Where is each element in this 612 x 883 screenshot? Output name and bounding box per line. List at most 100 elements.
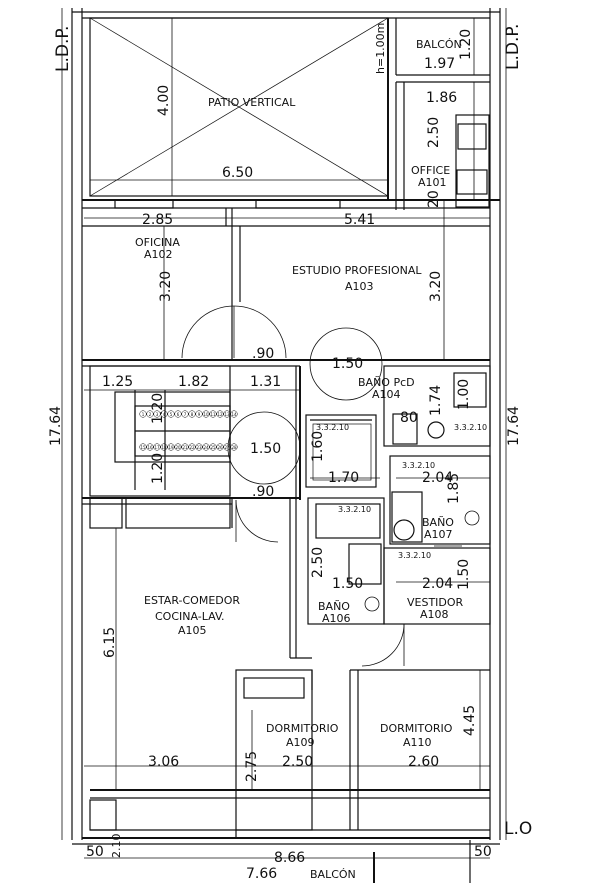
lo-label: L.O (504, 819, 532, 839)
dim-stair-c: 1.31 (250, 374, 281, 390)
stair-step-circle (216, 410, 224, 418)
dim-pcd-80: 80 (400, 410, 418, 426)
stair-step-circle (167, 410, 175, 418)
stair-step-number: 18 (161, 445, 167, 450)
dim-door150-a: 1.50 (332, 356, 363, 372)
stair-step-number: 6 (177, 412, 180, 417)
ldp-right-label: L.D.P. (503, 24, 523, 70)
stair-step-number: 10 (203, 412, 209, 417)
door-swings (181, 305, 480, 667)
dim-pcd-100: 1.00 (456, 379, 472, 410)
stair-step-number: 19 (168, 445, 174, 450)
stair-step-circle (195, 443, 203, 451)
dim-side-210: 2.10 (110, 834, 123, 859)
dim-side-50-right: 50 (474, 844, 492, 860)
stair-step-circle (139, 410, 147, 418)
stair-step-circle (202, 410, 210, 418)
dim-patio-width: 6.50 (222, 165, 253, 181)
dim-patio-height: 4.00 (156, 85, 172, 116)
stair-step-circle (223, 410, 231, 418)
room-office-code: A101 (418, 176, 447, 189)
dim-dorm-275: 2.75 (244, 751, 260, 782)
dim-bath106-h: 2.50 (310, 547, 326, 578)
room-oficina-name: OFICINA (135, 236, 180, 249)
room-bano106-name: BAÑO (318, 600, 350, 613)
dim-door90-b: .90 (252, 484, 274, 500)
stair-step-number: 7 (184, 412, 187, 417)
dim-stair-b: 1.82 (178, 374, 209, 390)
stair-step-circle (223, 443, 231, 451)
dim-elev-w: 1.70 (328, 470, 359, 486)
dim-elev-h: 1.60 (310, 431, 326, 462)
walls (71, 8, 501, 883)
stair-step-circle (153, 443, 161, 451)
stair-step-circle (209, 443, 217, 451)
dim-pcd-174: 1.74 (428, 385, 444, 416)
room-bano107-name: BAÑO (422, 516, 454, 529)
dim-total-left: 17.64 (48, 406, 64, 446)
dim-balcon-w: 1.97 (424, 56, 455, 72)
note-code-a: 3.3.2.10 (454, 423, 487, 432)
dimension-lines (61, 8, 507, 859)
stair-step-number: 1 (142, 412, 145, 417)
note-code-d: 3.3.2.10 (398, 551, 431, 560)
stair-step-number: 16 (147, 445, 153, 450)
dim-oficina-h: 3.20 (158, 271, 174, 302)
stair-step-number: 28 (231, 445, 237, 450)
dim-total-w: 8.66 (274, 850, 305, 866)
dim-hall-circle: 1.50 (250, 441, 281, 457)
dim-estar-h: 6.15 (102, 627, 118, 658)
stair-step-circle (181, 443, 189, 451)
stair-step-number: 24 (203, 445, 209, 450)
note-code-b: 3.3.2.10 (402, 461, 435, 470)
room-patio: PATIO VERTICAL (208, 96, 296, 109)
stair-step-circle (174, 443, 182, 451)
dim-office-w: 1.86 (426, 90, 457, 106)
dim-estudio-w: 5.41 (344, 212, 375, 228)
stair-step-number: 26 (217, 445, 223, 450)
room-dorm110-name: DORMITORIO (380, 722, 453, 735)
room-estudio-code: A103 (345, 280, 374, 293)
room-vestidor-code: A108 (420, 608, 449, 621)
room-dorm109-name: DORMITORIO (266, 722, 339, 735)
stair-step-number: 22 (189, 445, 195, 450)
room-bano-pcd-name: BAÑO PcD (358, 376, 415, 389)
room-estar-line2: COCINA-LAV. (155, 610, 225, 623)
room-balcon-bottom: BALCÓN (310, 868, 356, 881)
stair-step-number: 27 (224, 445, 230, 450)
stair-step-circle (146, 410, 154, 418)
stair-step-number: 4 (163, 412, 166, 417)
dim-dorm110-h: 4.45 (462, 705, 478, 736)
note-code-e: 3.3.2.10 (316, 423, 349, 432)
dim-bath107-w: 2.04 (422, 470, 453, 486)
stair-step-circle (216, 443, 224, 451)
stair-step-number: 11 (210, 412, 216, 417)
room-oficina-code: A102 (144, 248, 173, 261)
dim-stair-h1: 1.20 (150, 393, 166, 424)
stair-step-circle (181, 410, 189, 418)
dim-office-sill: 20 (426, 190, 442, 208)
stair-step-number: 14 (231, 412, 237, 417)
dim-vest-h: 1.50 (456, 559, 472, 590)
stair-step-number: 2 (149, 412, 152, 417)
stair-step-circle (195, 410, 203, 418)
room-bano107-code: A107 (424, 528, 453, 541)
dim-estudio-h: 3.20 (428, 271, 444, 302)
stair-step-circle (230, 410, 238, 418)
stair-step-number: 21 (182, 445, 188, 450)
dim-estar-w: 3.06 (148, 754, 179, 770)
stair-step-circle (139, 443, 147, 451)
dim-bath106-w: 1.50 (332, 576, 363, 592)
room-balcon-top: BALCÓN (416, 38, 462, 51)
ldp-left-label: L.D.P. (53, 26, 73, 72)
dim-parapet: h=1.00m (374, 23, 387, 74)
room-estar-code: A105 (178, 624, 207, 637)
room-bano-pcd-code: A104 (372, 388, 401, 401)
stair-step-number: 17 (154, 445, 160, 450)
room-dorm110-code: A110 (403, 736, 432, 749)
dim-dorm110-w: 2.60 (408, 754, 439, 770)
stair-step-circle (188, 443, 196, 451)
stair-step-number: 20 (175, 445, 181, 450)
room-bano106-code: A106 (322, 612, 351, 625)
